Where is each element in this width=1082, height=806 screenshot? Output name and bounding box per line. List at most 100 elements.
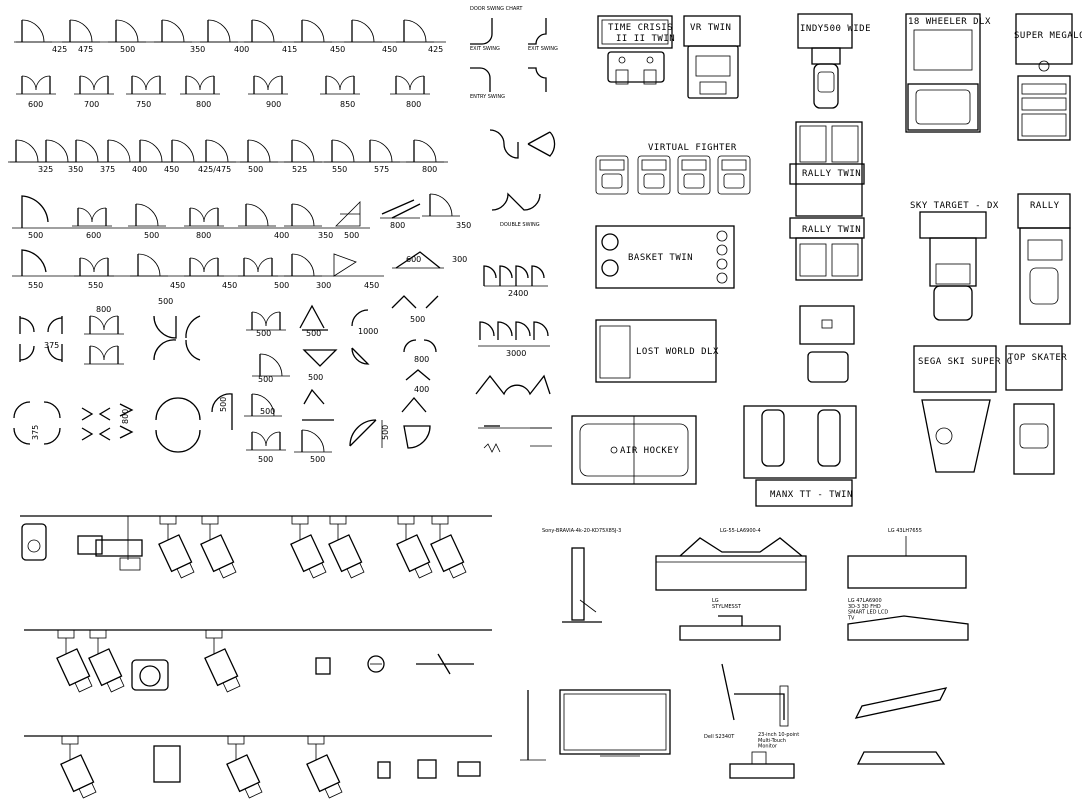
- door-row-5: 550 550 450 450 500 300 450 600 300: [12, 249, 467, 290]
- dim-label: 425/475: [198, 165, 231, 174]
- dim-label: 500: [28, 231, 43, 240]
- arcade-label: SEGA SKI SUPER G: [918, 357, 1013, 367]
- tv-lg43: LG 43LH7655: [847, 528, 967, 589]
- arcade-18-wheeler: 18 WHEELER DLX: [905, 13, 991, 133]
- dim-label: 450: [382, 45, 397, 54]
- arcade-rally: RALLY: [1017, 193, 1071, 325]
- door-row-3: 325 350 375 400 450 425/475 500 525 550 …: [7, 139, 448, 174]
- tv-label: LG-55-LA6900-4: [720, 528, 761, 534]
- dim-label: 325: [38, 165, 53, 174]
- dim-label: 800: [406, 100, 421, 109]
- dim-label: 400: [234, 45, 249, 54]
- tv-label: Sony-BRAVIA-4k-20-KD75X85J-3: [542, 528, 621, 534]
- arcade-label: RALLY TWIN: [802, 169, 861, 179]
- swing-label: DOUBLE SWING: [500, 222, 540, 228]
- dim-label: 500: [306, 329, 321, 338]
- dim-label: 800: [196, 100, 211, 109]
- dim-label: 600: [86, 231, 101, 240]
- arcade-label: 18 WHEELER DLX: [908, 17, 991, 27]
- door-block-7: 375 800 500 500 500 500 500: [13, 388, 431, 464]
- arcade-label: TOP SKATER: [1008, 353, 1067, 363]
- tv-wall-mount: [721, 663, 789, 727]
- dim-label: 850: [340, 100, 355, 109]
- dim-label: 550: [88, 281, 103, 290]
- dim-label: 350: [318, 231, 333, 240]
- dim-label: 450: [170, 281, 185, 290]
- arcade-label: RALLY TWIN: [802, 225, 861, 235]
- dim-label: 900: [266, 100, 281, 109]
- arcade-label: TIME CRISIS: [608, 23, 673, 33]
- dim-label: 550: [28, 281, 43, 290]
- dim-label: 425: [428, 45, 443, 54]
- dim-label: 800: [121, 409, 130, 424]
- dim-label: 400: [414, 385, 429, 394]
- dim-label: 600: [406, 255, 421, 264]
- arcade-time-crisis: TIME CRISIS II II TWIN: [597, 15, 675, 85]
- door-row-4: 500 600 500 800 400 350 500 800 350: [12, 193, 471, 240]
- dim-label: 375: [44, 341, 59, 350]
- arcade-super-megalo: SUPER MEGALO: [1014, 13, 1082, 141]
- dim-label: 1000: [358, 327, 378, 336]
- arcade-rally-twin: RALLY TWIN RALLY TWIN: [789, 121, 865, 281]
- arcade-label: SUPER MEGALO: [1014, 31, 1082, 41]
- tv-angled: [854, 687, 948, 765]
- dim-label: 500: [258, 455, 273, 464]
- dim-label: 500: [310, 455, 325, 464]
- dim-label: 500: [260, 407, 275, 416]
- arcade-label: AIR HOCKEY: [620, 446, 679, 456]
- swing-label: ENTRY SWING: [470, 94, 505, 100]
- door-row-2: 600 700 750 800 900 850 800: [15, 75, 431, 109]
- arcade-label: RALLY: [1030, 201, 1060, 211]
- dim-label: 550: [332, 165, 347, 174]
- arcade-top-skater: TOP SKATER: [1005, 345, 1067, 475]
- swing-label: EXIT SWING: [470, 46, 500, 52]
- arcade-basket-twin: BASKET TWIN: [595, 225, 735, 289]
- dim-label: 400: [132, 165, 147, 174]
- arcade-virtual-fighter: VIRTUAL FIGHTER: [595, 143, 751, 195]
- swing-label: EXIT SWING: [528, 46, 558, 52]
- dim-label: 415: [282, 45, 297, 54]
- dim-label: 450: [364, 281, 379, 290]
- dim-label: 500: [144, 231, 159, 240]
- track-lighting-row-1: [20, 515, 492, 579]
- dim-label: 350: [190, 45, 205, 54]
- door-block-6: 375 800 500 500 500 500 500 1000 500 800…: [19, 295, 439, 394]
- dim-label: 500: [120, 45, 135, 54]
- tv-label: LG 43LH7655: [888, 528, 922, 534]
- dim-label: 800: [390, 221, 405, 230]
- arcade-manx-tt: MANX TT - TWIN: [743, 405, 857, 507]
- dim-label: 3000: [506, 349, 526, 358]
- dim-label: 350: [456, 221, 471, 230]
- dim-label: 500: [308, 373, 323, 382]
- arcade-air-hockey: AIR HOCKEY: [571, 415, 697, 485]
- dim-label: 2400: [508, 289, 528, 298]
- dim-label: 300: [316, 281, 331, 290]
- dim-label: 750: [136, 100, 151, 109]
- arcade-vr-twin: VR TWIN: [683, 15, 741, 99]
- dim-label: 500: [381, 425, 390, 440]
- dim-label: 350: [68, 165, 83, 174]
- dim-label: 300: [452, 255, 467, 264]
- door-row-1: 425 475 500 350 400 415 450 450 425: [13, 19, 446, 54]
- dim-label: 425: [52, 45, 67, 54]
- dim-label: 500: [258, 375, 273, 384]
- arcade-lost-world: LOST WORLD DLX: [595, 319, 718, 383]
- dim-label: 475: [78, 45, 93, 54]
- dim-label: 800: [196, 231, 211, 240]
- tv-lg55: LG-55-LA6900-4: [655, 528, 807, 591]
- tv-flat-screen: [520, 689, 671, 761]
- dim-label: 600: [28, 100, 43, 109]
- arcade-label: SKY TARGET - DX: [910, 201, 999, 211]
- svg-text:II II TWIN: II II TWIN: [616, 34, 675, 44]
- dim-label: 500: [219, 397, 228, 412]
- dim-label: 525: [292, 165, 307, 174]
- track-lighting-row-2: [24, 629, 492, 693]
- tv-sony: Sony-BRAVIA-4k-20-KD75X85J-3: [542, 528, 621, 623]
- dim-label: 800: [414, 355, 429, 364]
- dim-label: 800: [96, 305, 111, 314]
- dim-label: 500: [158, 297, 173, 306]
